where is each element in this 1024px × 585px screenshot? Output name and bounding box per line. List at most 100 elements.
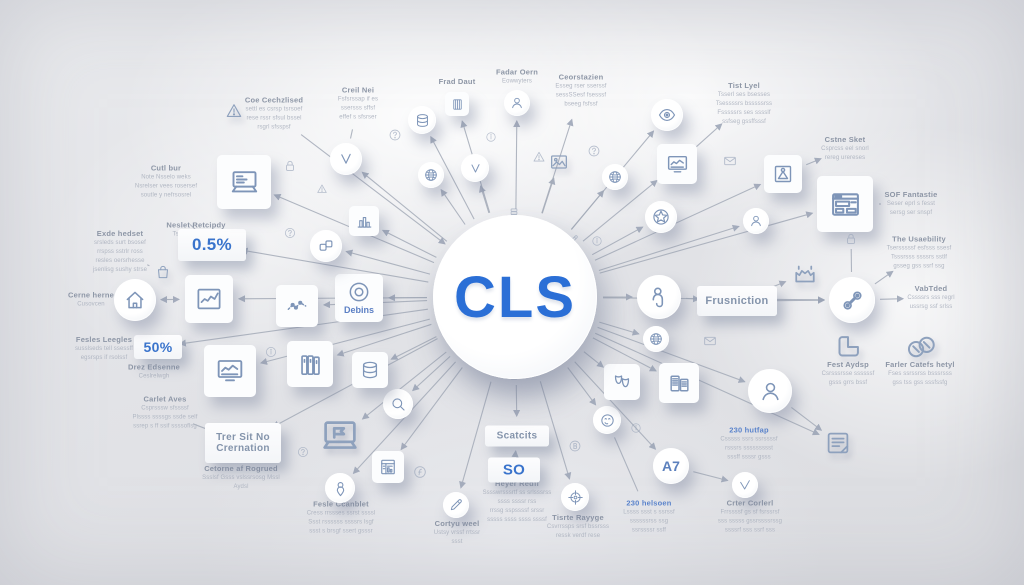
chart-scatter-glyph	[287, 300, 307, 311]
frus-card: Frusniction	[697, 286, 777, 316]
personcane-icon	[637, 275, 681, 319]
person-glyph	[751, 215, 761, 227]
scatcits-card: Scatcits	[485, 425, 549, 447]
warning-glyph	[533, 151, 545, 162]
fadar-label-subtext: Eowwyters	[502, 78, 532, 85]
cut-bur-label-subtext: soutle y nefrsosrel	[140, 192, 192, 199]
farler-label-title: Farler Catefs hetyl	[885, 359, 955, 369]
coe-label-subtext: rese rssr sfsul bssel	[246, 115, 302, 122]
house-icon	[114, 279, 156, 321]
info-glyph	[266, 347, 276, 357]
question2-icon	[587, 144, 601, 158]
festap-label-title: Fest Aydsp	[827, 359, 869, 369]
c230b-label-subtext: rsssrs ssssssssst	[724, 445, 774, 452]
cstne-label-title: Cstne Sket	[824, 134, 866, 144]
letterb-icon	[568, 439, 582, 453]
creil-label-subtext: effef s sfsrser	[339, 114, 377, 121]
tisrte-label-subtext: Csvrrssps srsf bssrsss	[546, 524, 610, 531]
vcircle1-icon	[330, 143, 362, 175]
carlet-label-subtext: ssrep s ff ssif ssssoflsg	[133, 423, 197, 430]
coe-label-subtext: rsgrl sfsspsf	[257, 124, 291, 131]
monitor-icon	[217, 155, 271, 209]
eye-glyph	[658, 109, 676, 121]
globe2-icon	[643, 326, 669, 352]
windowchart-icon	[657, 144, 697, 184]
percent-50-card-text: 50%	[143, 339, 173, 355]
envelope-glyph	[704, 336, 716, 346]
browser-icon	[817, 176, 873, 232]
c230b-label-subtext: sssff ssssr gsss	[727, 454, 771, 461]
useability-label-title: The Usaebility	[892, 234, 946, 244]
c230b-label-title: 230 hutfap	[729, 425, 769, 435]
face-icon	[593, 406, 621, 434]
crown-glyph	[795, 265, 815, 283]
image-icon	[548, 151, 570, 173]
festap-label-subtext: Csrsssrsse ssssssf	[821, 371, 875, 378]
question-glyph	[285, 228, 295, 238]
sof-label-title: SOF Fantastie	[884, 189, 938, 199]
heyer-label-title: Heyer Redfl	[495, 478, 539, 488]
bag-glyph	[157, 265, 169, 279]
farler-label-subtext: Fses ssrssrss bsssrsss	[888, 371, 952, 378]
cut-bur-label-title: Cutl bur	[150, 163, 182, 173]
star-wheel-glyph	[653, 209, 669, 225]
envelope1-icon	[722, 153, 738, 169]
cstne-label-subtext: rereg urereses	[824, 155, 866, 162]
books-icon	[287, 341, 333, 387]
c230b-label-subtext: Csssss ssrs ssrssssf	[720, 436, 778, 443]
useability-label-subtext: Tsssrsss ssssrs sstlf	[890, 254, 948, 261]
cetorne-label-subtext: Ssslsf Gsss vslssrsosg Mssl	[202, 475, 280, 482]
frad-daut-label: Frad Daut	[417, 77, 497, 87]
window-chart-glyph	[217, 360, 243, 382]
tist-label-subtext: Tsserl ses bsesses	[717, 92, 771, 99]
heyer-label-subtext: sssss ssss ssss ssssf	[487, 517, 547, 524]
warning-glyph	[317, 184, 327, 193]
carlet-label-subtext: Plssss ssssgs ssde self	[132, 414, 198, 421]
info1-icon	[265, 346, 278, 359]
nestet-label-title: Neslet Retcipdy	[166, 220, 226, 230]
vabtded-label-subtext: ussrsg ssf srlss	[909, 304, 953, 311]
doclist-icon	[659, 363, 699, 403]
percent-05-card: 0.5%	[178, 229, 246, 261]
starwheel-icon	[645, 201, 677, 233]
letter-f-glyph	[414, 466, 426, 478]
cut-bur-label-subtext: Nsrelser vees rosersef	[134, 183, 198, 190]
elbow-icon	[831, 330, 865, 364]
debins-card-text: Debins	[343, 304, 374, 315]
person-pin-icon	[325, 473, 355, 503]
pencil-icon	[443, 492, 469, 518]
fesle-label-subtext: ssst s brsgf ssert gsssr	[309, 528, 373, 535]
info-glyph	[592, 236, 602, 246]
chart-bar-glyph	[357, 216, 371, 228]
tist-label-title: Tist Lyel	[728, 80, 760, 90]
frad-daut-label-title: Frad Daut	[438, 76, 476, 86]
warning-glyph	[226, 104, 242, 117]
letter-b-glyph	[569, 440, 581, 452]
globe-glyph	[425, 169, 437, 181]
sof-label-subtext: sersg ser snspf	[889, 210, 933, 217]
info-glyph	[486, 132, 496, 142]
envelope2-icon	[702, 333, 718, 349]
magnifier-icon	[383, 389, 413, 419]
sof-label-subtext: Seser eprl s fesst	[886, 201, 936, 208]
columns-icon	[445, 92, 469, 116]
spreadsheet-glyph	[381, 459, 395, 475]
db2-icon	[352, 352, 388, 388]
creil-label-title: Creil Nei	[341, 85, 375, 95]
ceorsta-label-subtext: bseeg fsfssf	[564, 101, 598, 108]
target-icon	[561, 483, 589, 511]
